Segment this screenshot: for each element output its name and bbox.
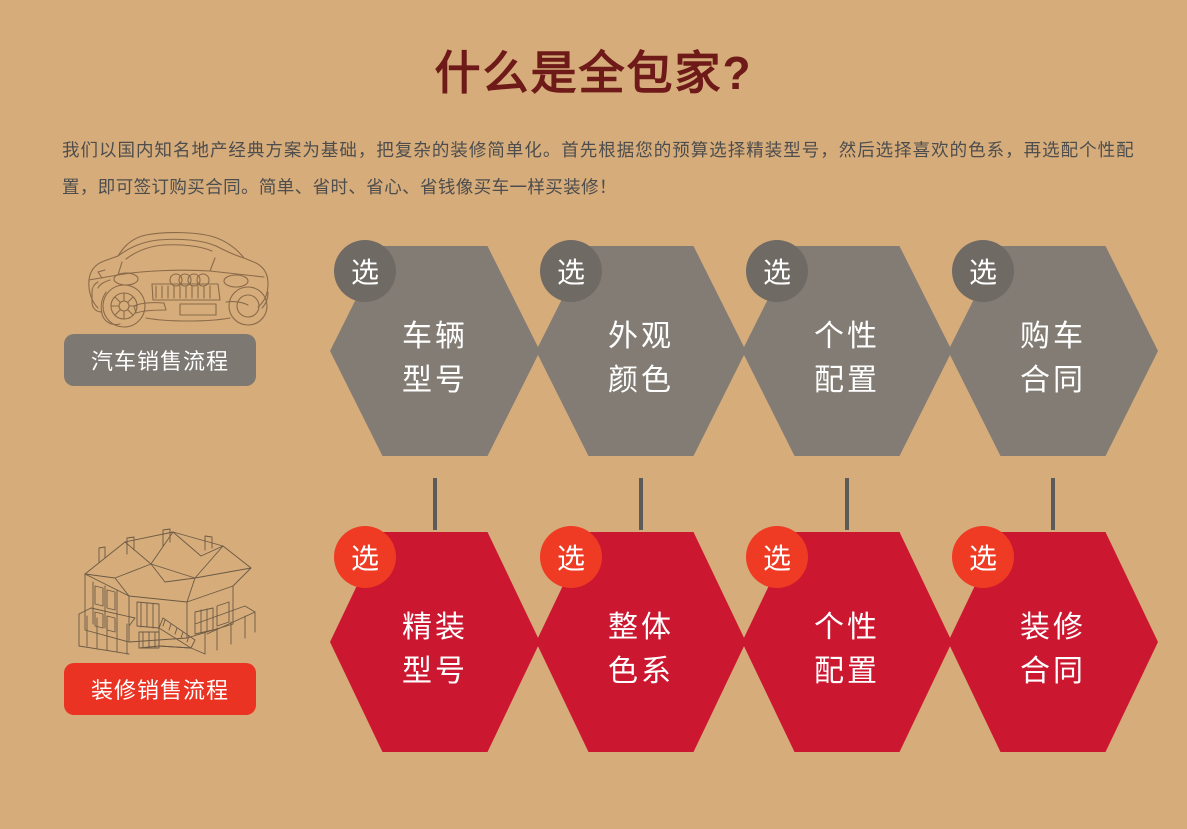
car-flow-row: 车辆 型号 选 外观 颜色 选 个性 配置 选 购车 合同 (0, 240, 1187, 456)
car-flow-step-1-badge: 选 (334, 240, 396, 302)
connector-line-1 (433, 478, 437, 530)
car-flow-step-2-label: 外观 颜色 (536, 246, 746, 456)
step-label-line2: 配置 (814, 655, 880, 688)
connector-line-3 (845, 478, 849, 530)
car-flow-step-4-badge: 选 (952, 240, 1014, 302)
step-label-line2: 合同 (1020, 364, 1086, 397)
step-label-line2: 色系 (608, 655, 674, 688)
step-label-line2: 合同 (1020, 655, 1086, 688)
step-label-line1: 装修 (1020, 611, 1086, 644)
decoration-flow-step-1-label: 精装 型号 (330, 532, 540, 752)
connector-line-2 (639, 478, 643, 530)
step-label-line2: 型号 (402, 364, 468, 397)
decoration-flow-step-1-badge: 选 (334, 526, 396, 588)
step-label-line1: 外观 (608, 320, 674, 353)
step-label-line2: 颜色 (608, 364, 674, 397)
house-line-art-icon (55, 520, 280, 660)
connector-line-4 (1051, 478, 1055, 530)
step-label-line1: 精装 (402, 611, 468, 644)
car-flow-step-2[interactable]: 外观 颜色 选 (536, 240, 746, 456)
legend-pill-house-label: 装修销售流程 (90, 678, 229, 703)
decoration-flow-step-4-badge: 选 (952, 526, 1014, 588)
step-label-line2: 配置 (814, 364, 880, 397)
car-flow-step-3-badge: 选 (746, 240, 808, 302)
legend-pill-car[interactable]: 汽车销售流程 (64, 334, 256, 386)
decoration-flow-step-3-badge: 选 (746, 526, 808, 588)
car-flow-step-1[interactable]: 车辆 型号 选 (330, 240, 540, 456)
step-label-line1: 个性 (814, 320, 880, 353)
decoration-flow-step-2-label: 整体 色系 (536, 532, 746, 752)
decoration-flow-step-2[interactable]: 整体 色系 选 (536, 526, 746, 752)
decoration-flow-step-3[interactable]: 个性 配置 选 (742, 526, 952, 752)
car-flow-step-3[interactable]: 个性 配置 选 (742, 240, 952, 456)
step-label-line1: 车辆 (402, 320, 468, 353)
car-flow-step-4-label: 购车 合同 (948, 246, 1158, 456)
page-title: 什么是全包家? (434, 47, 753, 99)
step-label-line2: 型号 (402, 655, 468, 688)
decoration-flow-step-1[interactable]: 精装 型号 选 (330, 526, 540, 752)
step-label-line1: 个性 (814, 611, 880, 644)
step-label-line1: 整体 (608, 611, 674, 644)
car-flow-step-2-badge: 选 (540, 240, 602, 302)
decoration-flow-step-4-label: 装修 合同 (948, 532, 1158, 752)
step-label-line1: 购车 (1020, 320, 1086, 353)
car-flow-step-3-label: 个性 配置 (742, 246, 952, 456)
decoration-flow-step-2-badge: 选 (540, 526, 602, 588)
legend-pill-house[interactable]: 装修销售流程 (64, 663, 256, 715)
decoration-flow-step-4[interactable]: 装修 合同 选 (948, 526, 1158, 752)
car-line-art-icon (58, 222, 278, 332)
car-flow-step-4[interactable]: 购车 合同 选 (948, 240, 1158, 456)
car-flow-step-1-label: 车辆 型号 (330, 246, 540, 456)
legend-pill-car-label: 汽车销售流程 (90, 349, 229, 374)
decoration-flow-step-3-label: 个性 配置 (742, 532, 952, 752)
decoration-flow-row: 精装 型号 选 整体 色系 选 个性 配置 选 装修 合同 (0, 526, 1187, 752)
intro-paragraph: 我们以国内知名地产经典方案为基础，把复杂的装修简单化。首先根据您的预算选择精装型… (62, 140, 1134, 197)
